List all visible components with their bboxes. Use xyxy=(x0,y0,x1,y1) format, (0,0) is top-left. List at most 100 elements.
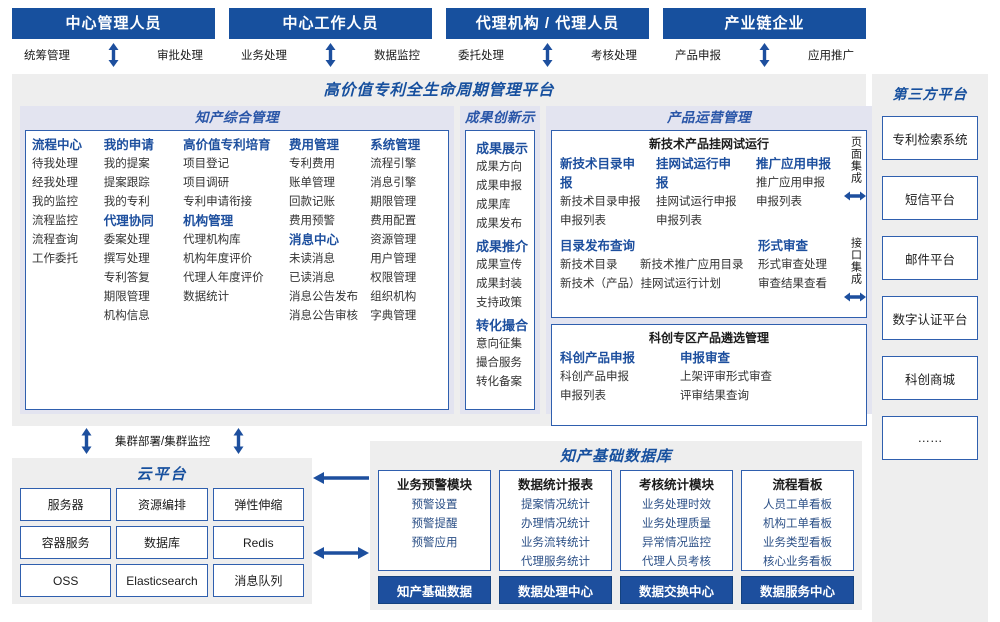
menu-item[interactable]: 专利费用 xyxy=(288,158,335,170)
menu-item[interactable]: 科创产品申报 xyxy=(560,371,630,383)
group-head[interactable]: 成果展示 xyxy=(476,141,529,156)
menu-item[interactable]: 转化备案 xyxy=(476,376,522,388)
menu-item[interactable]: 账单管理 xyxy=(288,177,335,189)
group-head[interactable]: 我的申请 xyxy=(103,138,154,152)
group-head[interactable]: 形式审查 xyxy=(758,239,809,253)
menu-item[interactable]: 项目调研 xyxy=(183,177,230,189)
menu-item[interactable]: 申报列表 xyxy=(560,215,607,227)
cloud-cell-oss[interactable]: OSS xyxy=(20,564,112,597)
third-party-item-more[interactable]: …… xyxy=(882,416,978,460)
menu-item[interactable]: 机构信息 xyxy=(103,310,150,322)
kdb-box-item[interactable]: 预警应用 xyxy=(411,537,458,549)
role-title-0[interactable]: 中心管理人员 xyxy=(12,8,215,39)
menu-item[interactable]: 申报列表 xyxy=(756,196,803,208)
menu-item[interactable]: 费用预警 xyxy=(288,215,335,227)
group-head[interactable]: 费用管理 xyxy=(288,138,339,152)
menu-item[interactable]: 申报列表 xyxy=(656,215,703,227)
menu-item[interactable]: 回款记账 xyxy=(288,196,335,208)
cloud-cell-server[interactable]: 服务器 xyxy=(20,488,112,521)
kdb-box-item[interactable]: 提案情况统计 xyxy=(521,499,590,511)
cloud-cell-redis[interactable]: Redis xyxy=(212,526,304,559)
menu-item[interactable]: 流程查询 xyxy=(32,234,78,246)
menu-item[interactable]: 期限管理 xyxy=(370,196,417,208)
kdb-box-item[interactable]: 代理人员考核 xyxy=(642,556,711,568)
kdb-footer-processing-center[interactable]: 数据处理中心 xyxy=(499,576,612,604)
kdb-box-item[interactable]: 代理服务统计 xyxy=(521,556,590,568)
menu-item[interactable]: 委案处理 xyxy=(103,234,150,246)
kdb-box-item[interactable]: 机构工单看板 xyxy=(763,518,832,530)
third-party-item-kechuang-mall[interactable]: 科创商城 xyxy=(882,356,978,400)
group-head[interactable]: 成果推介 xyxy=(476,239,529,254)
menu-item[interactable]: 费用配置 xyxy=(370,215,417,227)
menu-item[interactable]: 数据统计 xyxy=(183,291,230,303)
kdb-box-item[interactable]: 预警提醒 xyxy=(411,518,458,530)
menu-item[interactable]: 形式审查处理 xyxy=(758,259,828,271)
menu-item[interactable]: 成果库 xyxy=(476,199,511,211)
menu-item[interactable]: 消息公告发布 xyxy=(288,291,358,303)
menu-item[interactable]: 成果方向 xyxy=(476,161,522,173)
group-head[interactable]: 转化撮合 xyxy=(476,318,529,333)
menu-item[interactable]: 已读消息 xyxy=(288,272,335,284)
menu-item[interactable]: 新技术目录 xyxy=(560,259,618,271)
menu-item[interactable]: 提案跟踪 xyxy=(103,177,150,189)
menu-item[interactable]: 代理机构库 xyxy=(183,234,241,246)
menu-item[interactable]: 机构年度评价 xyxy=(183,253,253,265)
third-party-item-patent-search[interactable]: 专利检索系统 xyxy=(882,116,978,160)
menu-item[interactable]: 上架评审形式审查 xyxy=(680,371,773,383)
menu-item[interactable]: 新技术推广应用目录 xyxy=(640,259,744,271)
menu-item[interactable]: 成果宣传 xyxy=(476,259,522,271)
menu-item[interactable]: 用户管理 xyxy=(370,253,417,265)
menu-item[interactable]: 组织机构 xyxy=(370,291,417,303)
kdb-box-item[interactable]: 业务流转统计 xyxy=(521,537,590,549)
menu-item[interactable]: 我的提案 xyxy=(103,158,150,170)
menu-item[interactable]: 期限管理 xyxy=(103,291,150,303)
cloud-cell-elasticsearch[interactable]: Elasticsearch xyxy=(116,564,208,597)
menu-item[interactable]: 成果发布 xyxy=(476,218,522,230)
role-title-3[interactable]: 产业链企业 xyxy=(663,8,866,39)
menu-item[interactable]: 资源管理 xyxy=(370,234,417,246)
cloud-cell-elastic-scaling[interactable]: 弹性伸缩 xyxy=(212,488,304,521)
menu-item[interactable]: 流程引擎 xyxy=(370,158,417,170)
group-head[interactable]: 推广应用申报 xyxy=(756,157,832,171)
group-head[interactable]: 流程中心 xyxy=(32,138,83,152)
cloud-cell-container-service[interactable]: 容器服务 xyxy=(20,526,112,559)
kdb-box-item[interactable]: 业务处理质量 xyxy=(642,518,711,530)
menu-item[interactable]: 成果申报 xyxy=(476,180,522,192)
menu-item[interactable]: 未读消息 xyxy=(288,253,335,265)
group-head[interactable]: 高价值专利培育 xyxy=(183,138,271,152)
cloud-cell-resource-orchestration[interactable]: 资源编排 xyxy=(116,488,208,521)
menu-item[interactable]: 成果封装 xyxy=(476,278,522,290)
third-party-item-email[interactable]: 邮件平台 xyxy=(882,236,978,280)
menu-item[interactable]: 专利答复 xyxy=(103,272,150,284)
menu-item[interactable]: 字典管理 xyxy=(370,310,417,322)
group-head[interactable]: 科创产品申报 xyxy=(560,351,636,365)
menu-item[interactable]: 代理人年度评价 xyxy=(183,272,264,284)
menu-item[interactable]: 我的监控 xyxy=(32,196,78,208)
kdb-footer-base-data[interactable]: 知产基础数据 xyxy=(378,576,491,604)
menu-item[interactable]: 审查结果查看 xyxy=(758,278,828,290)
kdb-box-item[interactable]: 异常情况监控 xyxy=(642,537,711,549)
kdb-box-item[interactable]: 业务处理时效 xyxy=(642,499,711,511)
group-head[interactable]: 机构管理 xyxy=(183,214,234,228)
menu-item[interactable]: 撰写处理 xyxy=(103,253,150,265)
cloud-cell-database[interactable]: 数据库 xyxy=(116,526,208,559)
menu-item[interactable]: 权限管理 xyxy=(370,272,417,284)
kdb-box-item[interactable]: 办理情况统计 xyxy=(521,518,590,530)
kdb-footer-exchange-center[interactable]: 数据交换中心 xyxy=(620,576,733,604)
menu-item[interactable]: 撮合服务 xyxy=(476,357,522,369)
menu-item[interactable]: 流程监控 xyxy=(32,215,78,227)
group-head[interactable]: 目录发布查询 xyxy=(560,239,636,253)
kdb-box-item[interactable]: 核心业务看板 xyxy=(763,556,832,568)
menu-item[interactable]: 意向征集 xyxy=(476,338,522,350)
menu-item[interactable]: 工作委托 xyxy=(32,253,78,265)
menu-item[interactable]: 新技术目录申报 xyxy=(560,196,641,208)
third-party-item-sms[interactable]: 短信平台 xyxy=(882,176,978,220)
menu-item[interactable]: 专利申请衔接 xyxy=(183,196,253,208)
kdb-box-item[interactable]: 业务类型看板 xyxy=(763,537,832,549)
group-head[interactable]: 代理协同 xyxy=(103,214,154,228)
role-title-2[interactable]: 代理机构 / 代理人员 xyxy=(446,8,649,39)
menu-item[interactable]: 消息引擎 xyxy=(370,177,417,189)
menu-item[interactable]: 消息公告审核 xyxy=(288,310,358,322)
group-head[interactable]: 系统管理 xyxy=(370,138,421,152)
menu-item[interactable]: 推广应用申报 xyxy=(756,177,826,189)
